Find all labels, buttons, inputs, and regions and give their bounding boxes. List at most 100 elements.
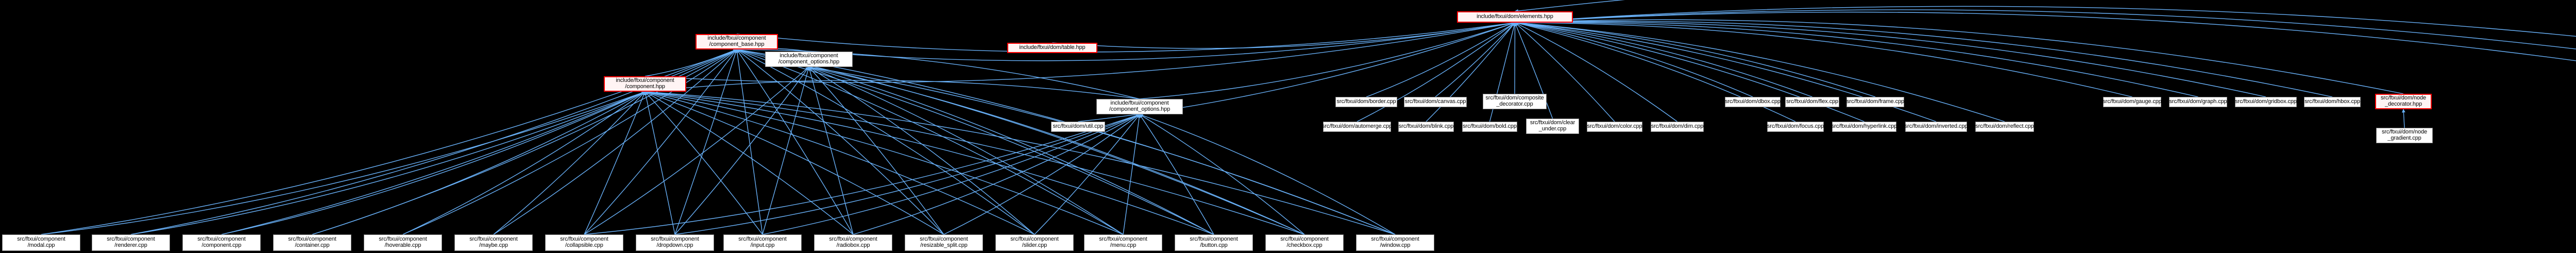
graph-node-n37[interactable]: src/ftxui/component /component.cpp <box>182 234 261 251</box>
graph-edge <box>493 91 646 235</box>
graph-edge <box>1514 0 1625 13</box>
graph-node-n5[interactable]: include/ftxui/dom/table.hpp <box>1007 43 1097 53</box>
graph-node-n12[interactable]: src/ftxui/dom/dbox.cpp <box>1725 97 1781 107</box>
graph-node-n49[interactable]: src/ftxui/component /checkbox.cpp <box>1265 234 1344 251</box>
graph-node-n35[interactable]: src/ftxui/component /modal.cpp <box>2 234 80 251</box>
graph-edge <box>808 66 1124 235</box>
graph-edge <box>736 48 1214 235</box>
graph-edge <box>645 90 1396 235</box>
graph-node-n30[interactable]: src/ftxui/dom/reflect.cpp <box>1975 122 2034 132</box>
graph-node-n44[interactable]: src/ftxui/component /radiobox.cpp <box>814 234 892 251</box>
graph-node-n14[interactable]: src/ftxui/dom/frame.cpp <box>1846 97 1904 107</box>
graph-edge <box>736 48 1305 235</box>
graph-node-n26[interactable]: src/ftxui/dom/dim.cpp <box>1651 122 1704 132</box>
graph-node-n39[interactable]: src/ftxui/component /hoverable.cpp <box>364 234 442 251</box>
graph-edge <box>584 91 646 235</box>
graph-edge <box>1139 114 1214 235</box>
graph-edge <box>645 91 854 235</box>
graph-edge <box>402 49 737 235</box>
graph-node-n25[interactable]: src/ftxui/dom/color.cpp <box>1587 122 1642 132</box>
graph-edge <box>674 113 1140 235</box>
graph-edge <box>584 66 809 235</box>
graph-node-n22[interactable]: src/ftxui/dom/blink.cpp <box>1398 122 1454 132</box>
graph-edge <box>808 66 854 235</box>
graph-edge <box>1514 21 2333 97</box>
graph-node-n9[interactable]: src/ftxui/dom/border.cpp <box>1335 97 1397 107</box>
graph-node-n50[interactable]: src/ftxui/component /window.cpp <box>1356 234 1434 251</box>
graph-edge <box>1514 21 1812 97</box>
graph-node-n48[interactable]: src/ftxui/component /button.cpp <box>1175 234 1253 251</box>
graph-node-n7[interactable]: include/ftxui/component /component_optio… <box>765 52 853 67</box>
graph-edge <box>808 65 1305 235</box>
graph-edge <box>808 65 1396 235</box>
graph-node-n15[interactable]: src/ftxui/dom/gauge.cpp <box>2103 97 2162 107</box>
graph-node-n31[interactable]: src/ftxui/dom/node _gradient.cpp <box>2376 128 2433 143</box>
graph-node-n19[interactable]: src/ftxui/dom/node _decorator.hpp <box>2375 94 2432 109</box>
graph-edge <box>735 49 763 235</box>
graph-edge <box>1139 22 1516 99</box>
graph-edge <box>1514 19 2404 94</box>
graph-edge <box>41 91 646 235</box>
graph-edge <box>645 80 1140 99</box>
graph-node-n0[interactable]: include/ftxui/dom/elements.hpp <box>1457 11 1573 23</box>
graph-edge <box>2401 109 2405 128</box>
graph-edge <box>1034 114 1140 235</box>
graph-node-n18[interactable]: src/ftxui/dom/hbox.cpp <box>2304 97 2361 107</box>
graph-edge <box>736 49 854 235</box>
graph-edge <box>312 91 646 235</box>
graph-node-n24[interactable]: src/ftxui/dom/clear _under.cpp <box>1526 119 1579 134</box>
graph-node-n28[interactable]: src/ftxui/dom/hyperlink.cpp <box>1832 122 1897 132</box>
graph-node-n46[interactable]: src/ftxui/component /slider.cpp <box>995 234 1074 251</box>
graph-edge <box>1514 21 2198 97</box>
graph-node-n13[interactable]: src/ftxui/dom/flex.cpp <box>1785 97 1839 107</box>
graph-node-n16[interactable]: src/ftxui/dom/graph.cpp <box>2169 97 2227 107</box>
graph-node-n8[interactable]: include/ftxui/component /component_optio… <box>1096 99 1183 114</box>
graph-node-n21[interactable]: src/ftxui/dom/automerge.cpp <box>1322 122 1392 132</box>
graph-node-n43[interactable]: src/ftxui/component /input.cpp <box>723 234 802 251</box>
graph-edge <box>736 48 1396 235</box>
graph-edge <box>645 91 944 235</box>
graph-edge <box>402 91 646 235</box>
graph-edge <box>1514 21 1876 97</box>
graph-edge <box>1139 114 1305 235</box>
graph-node-n4[interactable]: include/ftxui/component /component_base.… <box>696 34 778 49</box>
graph-edge <box>221 91 646 235</box>
graph-edge <box>808 66 1035 235</box>
graph-edge <box>584 113 1140 235</box>
graph-node-n20[interactable]: src/ftxui/dom/util.cpp <box>1051 122 1105 132</box>
graph-edge <box>674 66 809 235</box>
graph-edge <box>645 90 1124 235</box>
graph-node-n42[interactable]: src/ftxui/component /dropdown.cpp <box>636 234 714 251</box>
graph-node-n27[interactable]: src/ftxui/dom/focus.cpp <box>1767 122 1824 132</box>
graph-node-n6[interactable]: include/ftxui/component /component.hpp <box>604 76 686 92</box>
graph-node-n40[interactable]: src/ftxui/component /maybe.cpp <box>454 234 533 251</box>
graph-node-n29[interactable]: src/ftxui/dom/inverted.cpp <box>1905 122 1968 132</box>
graph-edge <box>643 91 675 235</box>
graph-edge <box>1139 113 1396 235</box>
graph-node-n47[interactable]: src/ftxui/component /menu.cpp <box>1084 234 1162 251</box>
graph-edge <box>808 66 1214 235</box>
graph-edge <box>1514 6 2576 37</box>
graph-edge <box>1514 21 1753 97</box>
graph-edge <box>736 49 944 235</box>
graph-edge <box>1052 21 1516 49</box>
graph-edge <box>1366 22 1516 97</box>
graph-edge <box>1514 9 2576 49</box>
graph-node-n38[interactable]: src/ftxui/component /container.cpp <box>273 234 351 251</box>
graph-edge <box>130 91 646 235</box>
graph-edge <box>808 66 944 235</box>
graph-edge <box>853 114 1140 235</box>
graph-node-n17[interactable]: src/ftxui/dom/gridbox.cpp <box>2235 97 2297 107</box>
graph-node-n23[interactable]: src/ftxui/dom/bold.cpp <box>1462 122 1517 132</box>
graph-edge <box>1435 22 1516 97</box>
graph-node-n41[interactable]: src/ftxui/component /collapsible.cpp <box>545 234 623 251</box>
graph-edge <box>943 114 1140 235</box>
graph-node-n10[interactable]: src/ftxui/dom/canvas.cpp <box>1404 97 1467 107</box>
graph-node-n11[interactable]: src/ftxui/dom/composite _decorator.cpp <box>1483 94 1547 109</box>
graph-edge <box>808 21 1516 61</box>
graph-node-n45[interactable]: src/ftxui/component /resizable_split.cpp <box>905 234 983 251</box>
graph-edge <box>645 91 1035 235</box>
graph-node-n36[interactable]: src/ftxui/component /renderer.cpp <box>92 234 170 251</box>
